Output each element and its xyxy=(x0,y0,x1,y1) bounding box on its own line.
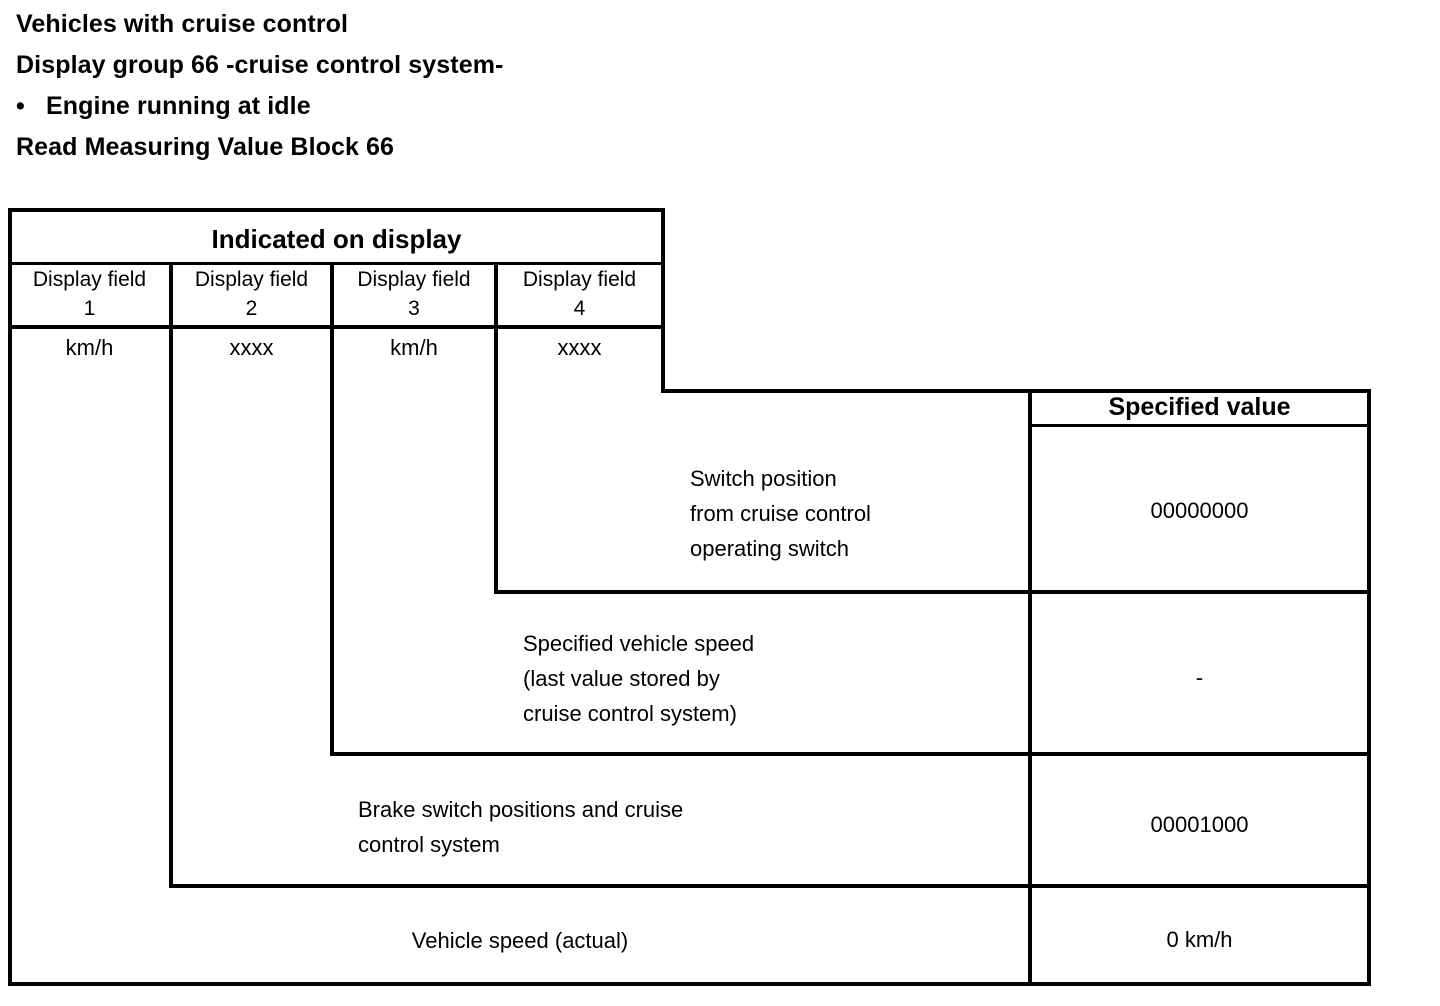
row-2-description: Specified vehicle speed (last value stor… xyxy=(523,626,983,731)
rule-row-2-bottom xyxy=(330,752,1371,756)
heading-line-2: Display group 66 -cruise control system- xyxy=(16,51,504,79)
rule-right-outer xyxy=(1367,389,1371,986)
rule-bottom xyxy=(8,982,1371,986)
rule-spec-header-bottom xyxy=(1031,424,1371,427)
rule-field-header-bottom xyxy=(8,325,665,329)
row-1-description-line-3: operating switch xyxy=(690,536,849,561)
rule-step-1 xyxy=(661,389,1371,393)
display-field-3-unit: km/h xyxy=(390,335,438,360)
heading-line-3: • Engine running at idle xyxy=(16,86,916,127)
row-1-description-line-2: from cruise control xyxy=(690,501,871,526)
display-field-1-label: Display field xyxy=(32,268,147,291)
display-field-4-unit: xxxx xyxy=(557,335,602,360)
rule-left-outer xyxy=(8,208,12,986)
row-1-description: Switch position from cruise control oper… xyxy=(690,461,1020,566)
group-header-label: Indicated on display xyxy=(211,224,462,254)
rule-top xyxy=(8,208,665,212)
row-3-description-line-1: Brake switch positions and cruise xyxy=(358,797,684,822)
row-4-specified-value: 0 km/h xyxy=(1166,927,1233,952)
row-3-description: Brake switch positions and cruise contro… xyxy=(358,792,978,862)
display-field-3-header: Display field 3 xyxy=(334,265,494,323)
display-field-4-number: 4 xyxy=(573,297,586,320)
row-3-specified-value: 00001000 xyxy=(1150,812,1249,837)
display-field-3-number: 3 xyxy=(408,297,420,320)
rule-col-4-right xyxy=(661,208,665,393)
display-field-4-label: Display field xyxy=(522,268,637,291)
heading-line-1: Vehicles with cruise control xyxy=(16,10,349,38)
document-heading: Vehicles with cruise control Display gro… xyxy=(16,4,916,168)
display-field-2-number: 2 xyxy=(245,297,258,320)
display-field-2-label: Display field xyxy=(194,268,309,291)
row-2-description-line-1: Specified vehicle speed xyxy=(523,631,755,656)
display-field-4-header: Display field 4 xyxy=(498,265,661,323)
row-2-description-line-3: cruise control system) xyxy=(523,701,737,726)
rule-col-2-3 xyxy=(330,265,334,756)
rule-col-1-2 xyxy=(169,265,173,888)
row-1-description-line-1: Switch position xyxy=(690,466,837,491)
heading-line-4: Read Measuring Value Block 66 xyxy=(16,133,395,161)
rule-row-3-bottom xyxy=(169,884,1371,888)
display-field-3-label: Display field xyxy=(357,268,471,291)
row-1-specified-value: 00000000 xyxy=(1150,498,1249,523)
display-field-1-header: Display field 1 xyxy=(10,265,169,323)
display-field-1-unit: km/h xyxy=(65,335,114,360)
rule-group-header-bottom xyxy=(8,262,665,265)
display-field-1-number: 1 xyxy=(83,297,96,320)
bullet-icon: • xyxy=(16,92,25,120)
rule-col-3-4 xyxy=(494,265,498,594)
display-field-2-header: Display field 2 xyxy=(173,265,330,323)
display-field-2-unit: xxxx xyxy=(229,335,274,360)
row-4-description-line-1: Vehicle speed (actual) xyxy=(411,928,629,953)
row-2-description-line-2: (last value stored by xyxy=(523,666,720,691)
heading-line-3-label: Engine running at idle xyxy=(46,92,311,120)
row-2-specified-value: - xyxy=(1195,665,1204,690)
spec-value-header-label: Specified value xyxy=(1108,393,1291,421)
rule-spec-left xyxy=(1028,389,1032,986)
rule-row-1-bottom xyxy=(497,590,1371,594)
row-3-description-line-2: control system xyxy=(358,832,500,857)
row-4-description: Vehicle speed (actual) xyxy=(12,923,1028,958)
